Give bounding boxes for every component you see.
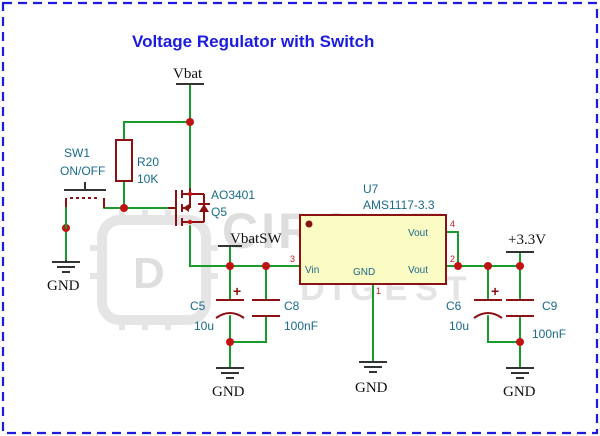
gnd-symbol-right: GND xyxy=(503,367,536,400)
svg-text:+: + xyxy=(491,283,499,299)
q5-value: AO3401 xyxy=(211,188,255,202)
mosfet-q5: AO3401 Q5 xyxy=(168,188,255,226)
junction-gnd-left xyxy=(226,338,234,346)
net-label-3v3: +3.3V xyxy=(508,232,546,248)
net-vbatsw: VbatSW xyxy=(218,231,283,247)
gnd-label-right: GND xyxy=(503,384,536,400)
u7-ref: U7 xyxy=(363,182,379,196)
u7-pin-vin: Vin xyxy=(305,265,319,276)
c5-ref: C5 xyxy=(190,299,206,313)
capacitor-c5: + C5 10u xyxy=(190,283,245,333)
u7-pinnum-vout: 2 xyxy=(450,254,455,264)
c5-value: 10u xyxy=(194,319,214,333)
net-vbat: Vbat xyxy=(173,66,204,85)
junction-c8 xyxy=(262,262,270,270)
capacitor-c8: C8 100nF xyxy=(252,299,318,333)
watermark-letter: D xyxy=(133,249,165,298)
gnd-label-left: GND xyxy=(212,384,245,400)
switch-sw1: SW1 ON/OFF xyxy=(60,146,106,229)
u7-pin-vout: Vout xyxy=(408,265,428,276)
wire-vout-tab xyxy=(445,231,459,267)
gnd-symbol-u7: GND xyxy=(355,361,388,396)
wire-caps-right-bottom xyxy=(487,315,521,343)
u7-pinnum-gnd: 1 xyxy=(376,286,381,296)
u7-pin-gnd: GND xyxy=(353,267,375,278)
u7-pinnum-vout-tab: 4 xyxy=(450,219,455,229)
capacitor-c9: C9 100nF xyxy=(506,299,566,341)
u7-pin-vout-tab: Vout xyxy=(408,228,428,239)
junction-gnd-right xyxy=(516,338,524,346)
c6-value: 10u xyxy=(449,319,469,333)
sw1-ref: SW1 xyxy=(64,146,90,160)
junctions xyxy=(62,118,524,346)
junction-vbatsw xyxy=(226,262,234,270)
diagram-title: Voltage Regulator with Switch xyxy=(132,32,374,51)
wire-vbat-r20 xyxy=(123,121,191,141)
r20-ref: R20 xyxy=(137,155,159,169)
c9-ref: C9 xyxy=(542,299,558,313)
junction-vout xyxy=(454,262,462,270)
sw1-value: ON/OFF xyxy=(60,164,105,178)
q5-ref: Q5 xyxy=(211,205,227,219)
junction-gate xyxy=(120,204,128,212)
gnd-label-sw: GND xyxy=(47,278,80,294)
u7-pin1-dot xyxy=(305,220,313,228)
gnd-symbol-left: GND xyxy=(212,367,245,400)
watermark-logo: D xyxy=(90,210,218,330)
r20-value: 10K xyxy=(137,172,158,186)
c8-value: 100nF xyxy=(284,319,318,333)
gnd-label-u7: GND xyxy=(355,380,388,396)
resistor-r20: R20 10K xyxy=(115,139,159,186)
junction-c9 xyxy=(516,262,524,270)
c6-ref: C6 xyxy=(446,299,462,313)
capacitor-c6: + C6 10u xyxy=(446,283,503,333)
wire-caps-bottom xyxy=(229,315,267,343)
c9-value: 100nF xyxy=(532,327,566,341)
c8-ref: C8 xyxy=(284,299,300,313)
junction-c6 xyxy=(484,262,492,270)
gnd-symbol-sw: GND xyxy=(47,260,80,294)
net-label-vbat: Vbat xyxy=(173,66,203,82)
net-3v3: +3.3V xyxy=(506,232,546,253)
q5-body-diode xyxy=(199,204,209,212)
u7-body xyxy=(299,214,447,285)
net-label-vbatsw: VbatSW xyxy=(230,231,283,247)
junction-vbat-r20 xyxy=(186,118,194,126)
u7-pinnum-vin: 3 xyxy=(290,254,295,264)
ic-u7: U7 AMS1117-3.3 Vin GND Vout Vout 3 2 4 1 xyxy=(290,182,455,296)
u7-value: AMS1117-3.3 xyxy=(363,198,435,212)
q5-arrow xyxy=(183,204,189,212)
svg-text:+: + xyxy=(233,283,241,299)
wires xyxy=(65,83,521,369)
